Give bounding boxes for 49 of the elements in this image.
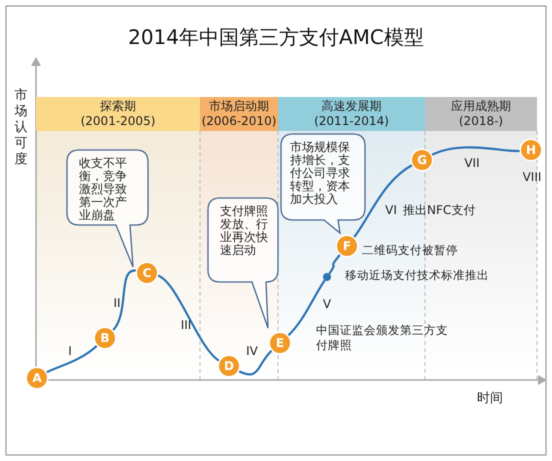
axis-title: 市场认可度 [14, 88, 28, 168]
phase-name: 探索期 [99, 99, 137, 114]
point-marker: H [521, 140, 541, 160]
callout-text: 支付牌照发放、行业再次快速启动 [220, 205, 268, 257]
phase-numeral: I [67, 344, 73, 358]
point-marker: C [137, 263, 157, 283]
speech-bubble [281, 134, 365, 233]
speech-bubble [67, 150, 148, 267]
event-note: 中国证监会颁发第三方支付牌照 [316, 323, 449, 353]
curve-segment [237, 348, 274, 376]
phase-band [36, 97, 200, 131]
phase-years: (2001-2005) [80, 114, 156, 129]
callout-text: 市场规模保持增长，支付公司寻求转型，资本加大投入 [290, 141, 351, 206]
point-marker: E [270, 333, 290, 353]
phase-name: 应用成熟期 [450, 99, 512, 114]
axis-title: 时间 [476, 392, 504, 406]
phase-band [425, 97, 537, 131]
point-marker: G [412, 150, 432, 170]
phase-years: (2011-2014) [313, 114, 390, 129]
phase-numeral: II [112, 296, 122, 310]
phase-numeral: VI [384, 203, 398, 217]
curve-segment [156, 274, 221, 362]
phase-numeral: IV [245, 344, 259, 358]
phase-numeral: VIII [522, 170, 542, 184]
event-note: 移动近场支付技术标准推出 [345, 268, 490, 283]
point-marker: F [337, 236, 357, 256]
curve-segment [328, 253, 342, 274]
title: 2014年中国第三方支付AMC模型 [127, 25, 425, 49]
phase-band [200, 97, 278, 131]
phase-name: 高速发展期 [320, 99, 382, 114]
curve-segment [430, 146, 522, 156]
callout-text: 收支不平衡，竞争激烈导致第一次产业崩盘 [79, 157, 128, 222]
event-note: 推出NFC支付 [403, 203, 476, 217]
phase-years: (2006-2010) [200, 114, 278, 129]
speech-bubble [208, 198, 278, 328]
curve-segment [352, 164, 414, 239]
curve-segment [286, 280, 326, 338]
phase-name: 市场启动期 [208, 99, 270, 114]
phase-numeral: VII [463, 156, 481, 170]
event-note: 二维码支付被暂停 [362, 243, 459, 258]
phase-numeral: V [322, 297, 332, 311]
curve-segment [45, 344, 98, 374]
phase-years: (2018-) [458, 114, 504, 129]
phase-numeral: III [180, 318, 192, 332]
curve-segment [111, 270, 138, 332]
point-marker: B [95, 328, 115, 348]
phase-band [278, 97, 425, 131]
point-marker: A [27, 368, 47, 388]
point-marker: D [219, 356, 239, 376]
